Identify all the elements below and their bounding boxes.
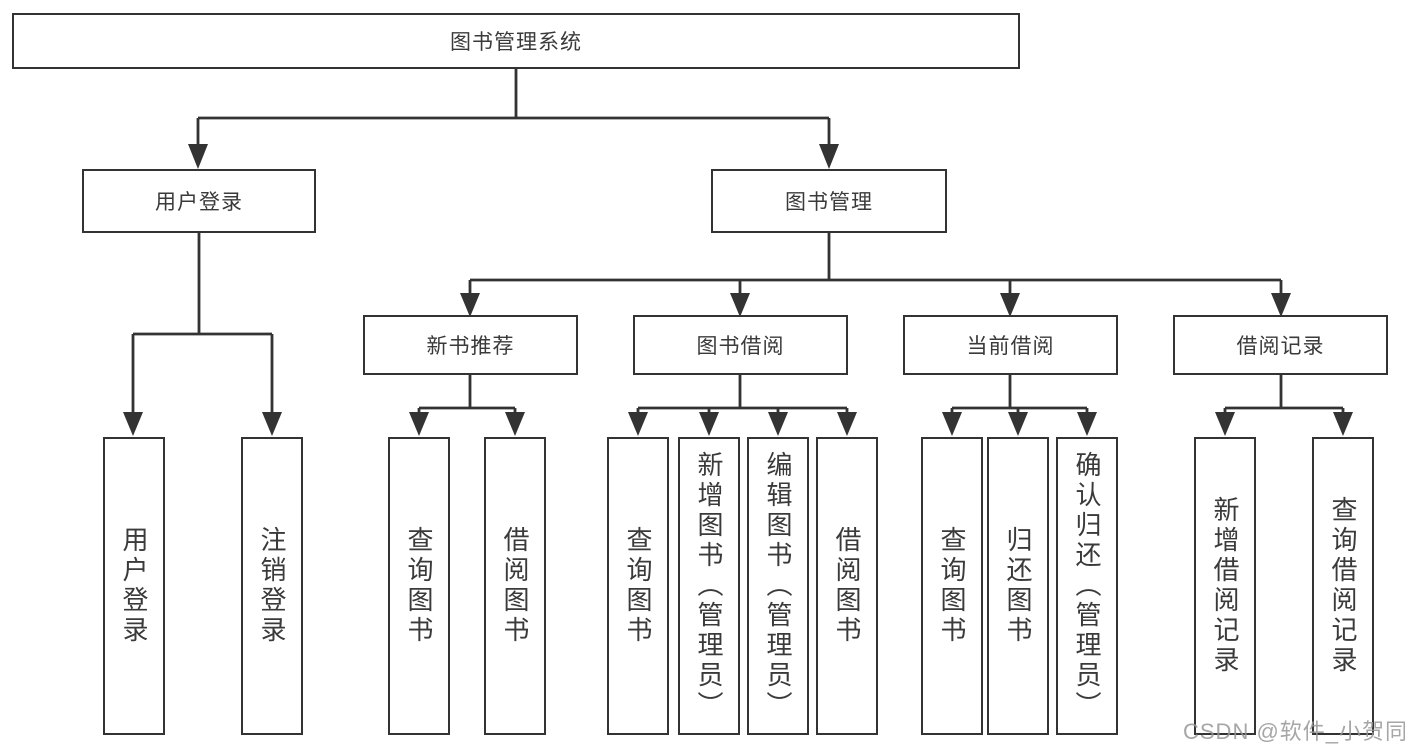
node-current-borrowing: 当前借阅	[903, 315, 1118, 375]
node-borrowing-records: 借阅记录	[1173, 315, 1388, 375]
node-label: 图书管理	[785, 191, 873, 214]
leaf-add-borrow-record: 新增借阅记录	[1194, 437, 1256, 735]
node-library-system: 图书管理系统	[12, 13, 1020, 69]
node-label: 用户登录	[155, 191, 243, 214]
node-user-login: 用户登录	[82, 169, 316, 233]
node-label: 图书借阅	[696, 335, 785, 358]
leaf-logout: 注销登录	[241, 437, 303, 735]
leaf-add-books-admin: 新增图书（管理员）	[678, 437, 740, 735]
node-label: 用户登录	[119, 526, 149, 646]
node-label: 借阅图书	[832, 526, 862, 646]
node-label: 图书管理系统	[450, 31, 582, 54]
node-label: 查询图书	[623, 526, 653, 646]
leaf-confirm-return-admin: 确认归还（管理员）	[1056, 437, 1118, 735]
node-label: 查询图书	[404, 526, 434, 646]
node-new-book-recommend: 新书推荐	[363, 315, 578, 375]
leaf-edit-books-admin: 编辑图书（管理员）	[747, 437, 809, 735]
node-book-management: 图书管理	[711, 169, 947, 233]
node-label: 查询图书	[937, 526, 967, 646]
node-label: 新增图书（管理员）	[694, 451, 724, 721]
node-book-borrowing: 图书借阅	[633, 315, 848, 375]
leaf-return-books: 归还图书	[987, 437, 1049, 735]
node-label: 注销登录	[257, 526, 287, 646]
node-label: 查询借阅记录	[1328, 496, 1358, 676]
node-label: 归还图书	[1003, 526, 1033, 646]
csdn-watermark: CSDN @软件_小贺同学	[1183, 719, 1405, 744]
node-label: 编辑图书（管理员）	[763, 451, 793, 721]
leaf-borrow-books-recommend: 借阅图书	[484, 437, 546, 735]
node-label: 新增借阅记录	[1210, 496, 1240, 676]
leaf-query-borrow-record: 查询借阅记录	[1312, 437, 1374, 735]
leaf-user-login: 用户登录	[103, 437, 165, 735]
node-label: 借阅图书	[500, 526, 530, 646]
leaf-query-books-borrow: 查询图书	[607, 437, 669, 735]
node-label: 新书推荐	[426, 335, 515, 358]
leaf-borrow-books: 借阅图书	[816, 437, 878, 735]
leaf-query-books-recommend: 查询图书	[388, 437, 450, 735]
node-label: 确认归还（管理员）	[1072, 451, 1102, 721]
leaf-query-books-current: 查询图书	[921, 437, 983, 735]
node-label: 当前借阅	[966, 335, 1055, 358]
node-label: 借阅记录	[1236, 335, 1325, 358]
